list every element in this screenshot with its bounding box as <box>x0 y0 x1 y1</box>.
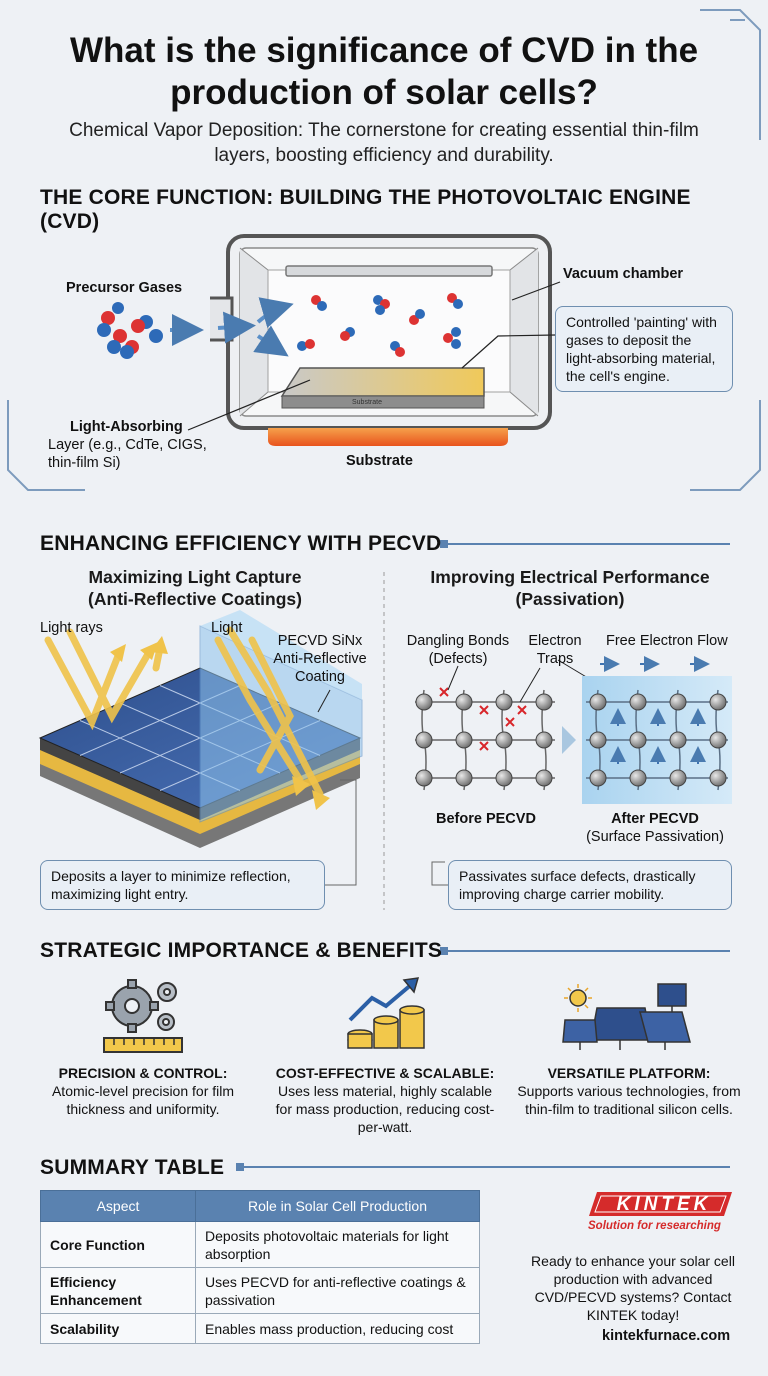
core-heading: THE CORE FUNCTION: BUILDING THE PHOTOVOL… <box>40 186 691 233</box>
before-pecvd-label: Before PECVD <box>436 811 536 827</box>
transition-arrow <box>562 726 576 754</box>
kintek-tagline: Solution for researching <box>588 1220 721 1232</box>
passivation-caption: Passivates surface defects, drastically … <box>448 860 732 910</box>
precursor-label: Precursor Gases <box>66 280 183 296</box>
passivation-title: Improving Electrical Performance(Passiva… <box>430 567 710 609</box>
precursor-molecules <box>97 302 163 359</box>
core-leader-lines <box>187 281 561 431</box>
atoms-before <box>415 693 553 787</box>
page-title: What is the significance of CVD in the p… <box>69 31 699 112</box>
vacuum-chamber <box>210 234 552 446</box>
ar-caption: Deposits a layer to minimize reflection,… <box>40 860 325 910</box>
dangling-bonds-label: Dangling Bonds(Defects) <box>406 633 510 667</box>
summary-heading: SUMMARY TABLE <box>40 1156 225 1179</box>
ar-title: Maximizing Light Capture(Anti-Reflective… <box>88 567 302 609</box>
cvd-callout: Controlled 'painting' with gases to depo… <box>555 306 733 392</box>
substrate-label: Substrate <box>346 453 413 469</box>
lattice-leaders <box>447 659 589 703</box>
gears-ruler-icon <box>103 979 183 1053</box>
benefit-cost: COST-EFFECTIVE & SCALABLE:Uses less mate… <box>275 1065 495 1135</box>
header-role: Role in Solar Cell Production <box>195 1190 480 1222</box>
page-subtitle: Chemical Vapor Deposition: The cornersto… <box>69 120 699 166</box>
benefits-heading: STRATEGIC IMPORTANCE & BENEFITS <box>40 939 443 962</box>
defect-markers <box>439 687 527 751</box>
corner-decoration-left <box>7 400 761 491</box>
electron-flow-arrows <box>600 656 710 764</box>
kintek-logo-text: KINTEK <box>616 1194 712 1215</box>
substrate-plate-text: Substrate <box>352 399 382 406</box>
ar-caption-leader <box>322 779 357 886</box>
light-rays-label: Light rays <box>40 620 103 636</box>
absorbing-layer-label: Light-Absorbing Layer (e.g., CdTe, CIGS,… <box>48 419 207 471</box>
solar-panel-illustration <box>38 610 363 848</box>
header-aspect: Aspect <box>40 1190 196 1222</box>
chamber-label: Vacuum chamber <box>563 266 684 282</box>
table-header-row: Aspect Role in Solar Cell Production <box>40 1190 480 1222</box>
coins-growth-icon <box>347 977 425 1049</box>
lattice-before <box>415 689 555 791</box>
after-pecvd-label: After PECVD(Surface Passivation) <box>586 811 724 845</box>
table-row: Core Function Deposits photovoltaic mate… <box>40 1221 480 1268</box>
corner-decoration-top-right <box>700 9 761 140</box>
light-label: Light <box>211 620 243 636</box>
chamber-molecules <box>297 293 463 357</box>
gas-flow-arrows <box>170 297 294 357</box>
kintek-logo <box>589 1192 732 1216</box>
cta-text: Ready to enhance your solar cell product… <box>531 1253 735 1323</box>
pecvd-heading: ENHANCING EFFICIENCY WITH PECVD <box>40 532 442 555</box>
atoms-after <box>589 693 727 787</box>
website-link[interactable]: kintekfurnace.com <box>602 1328 731 1344</box>
benefit-precision: PRECISION & CONTROL:Atomic-level precisi… <box>51 1065 235 1117</box>
solar-panels-icon <box>562 983 691 1050</box>
table-row: Efficiency Enhancement Uses PECVD for an… <box>40 1267 480 1314</box>
electron-flow-label: Free Electron Flow <box>606 633 728 649</box>
table-row: Scalability Enables mass production, red… <box>40 1313 480 1344</box>
summary-table: Aspect Role in Solar Cell Production Cor… <box>40 1190 480 1344</box>
benefit-versatile: VERSATILE PLATFORM:Supports various tech… <box>517 1065 741 1117</box>
